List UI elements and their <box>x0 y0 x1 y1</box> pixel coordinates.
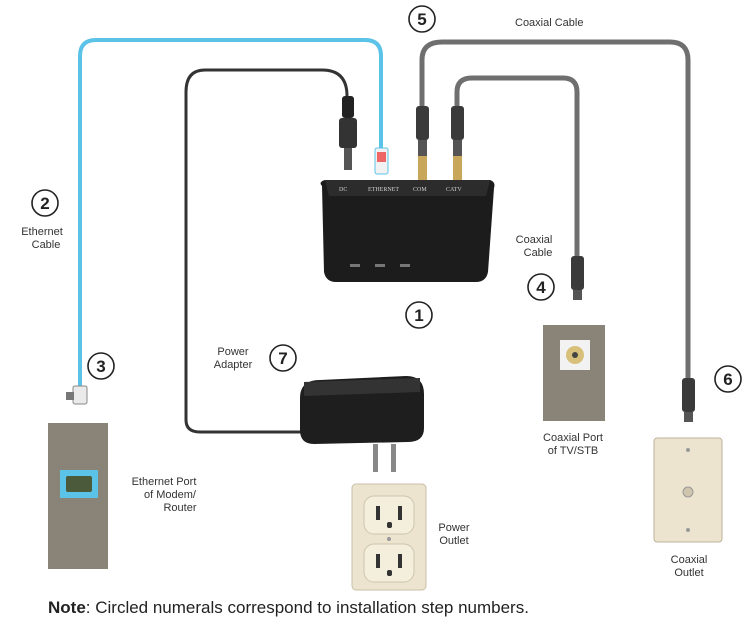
step-circle-2: 2 <box>31 189 59 217</box>
power-outlet <box>351 483 427 591</box>
step-circle-6: 6 <box>714 365 742 393</box>
coax-connector-catv <box>451 106 464 158</box>
ethernet-plug-wall <box>66 385 88 405</box>
label-coaxial-outlet-2: Outlet <box>674 567 703 579</box>
step-circle-5: 5 <box>408 5 436 33</box>
note-prefix: Note <box>48 598 86 617</box>
catv-socket <box>453 156 462 184</box>
coax-cable-outlet <box>419 39 691 380</box>
svg-text:6: 6 <box>723 370 732 389</box>
power-cable <box>184 68 349 434</box>
coax-wall-outlet <box>653 437 723 543</box>
label-coaxial-cable-right-2: Cable <box>524 247 553 259</box>
port-label-catv: CATV <box>446 187 462 193</box>
label-coaxial-cable-top: Coaxial Cable <box>515 17 583 29</box>
ethernet-wall-plate <box>48 423 108 569</box>
step-circle-4: 4 <box>527 273 555 301</box>
label-coaxial-cable-right-1: Coaxial <box>516 234 553 246</box>
svg-text:7: 7 <box>278 349 287 368</box>
svg-text:1: 1 <box>414 306 423 325</box>
installation-note: Note: Circled numerals correspond to ins… <box>48 598 529 618</box>
label-coaxial-port-tv-2: of TV/STB <box>548 445 599 457</box>
label-power-adapter-1: Power <box>217 346 249 358</box>
port-label-dc: DC <box>339 187 347 193</box>
power-adapter <box>300 376 424 472</box>
svg-text:3: 3 <box>96 357 105 376</box>
note-text: : Circled numerals correspond to install… <box>85 598 529 617</box>
label-ethernet-port-2: of Modem/ <box>144 489 197 501</box>
svg-text:4: 4 <box>536 278 546 297</box>
step-circle-7: 7 <box>269 344 297 372</box>
label-power-outlet-2: Outlet <box>439 535 468 547</box>
svg-text:5: 5 <box>417 10 426 29</box>
label-ethernet-port-3: Router <box>163 502 196 514</box>
label-power-outlet-1: Power <box>438 522 470 534</box>
ethernet-plug-device <box>374 147 389 175</box>
step-circle-1: 1 <box>405 301 433 329</box>
step-circle-3: 3 <box>87 352 115 380</box>
label-coaxial-port-tv-1: Coaxial Port <box>543 432 603 444</box>
coax-connector-com <box>416 106 429 158</box>
port-label-com: COM <box>413 187 427 193</box>
coax-cable-tv <box>454 75 580 258</box>
ethernet-cable <box>78 38 383 388</box>
label-ethernet-cable-2: Cable <box>32 239 61 251</box>
coax-connector-tv <box>571 256 584 300</box>
com-socket <box>418 156 427 184</box>
label-ethernet-port-1: Ethernet Port <box>132 476 197 488</box>
svg-text:2: 2 <box>40 194 49 213</box>
label-ethernet-cable-1: Ethernet <box>21 226 63 238</box>
label-power-adapter-2: Adapter <box>214 359 253 371</box>
dc-plug <box>339 96 357 170</box>
coax-connector-outlet <box>682 378 695 422</box>
label-coaxial-outlet-1: Coaxial <box>671 554 708 566</box>
tv-coax-plate <box>543 325 605 421</box>
device-body <box>320 180 495 282</box>
port-label-ethernet: ETHERNET <box>368 187 399 193</box>
